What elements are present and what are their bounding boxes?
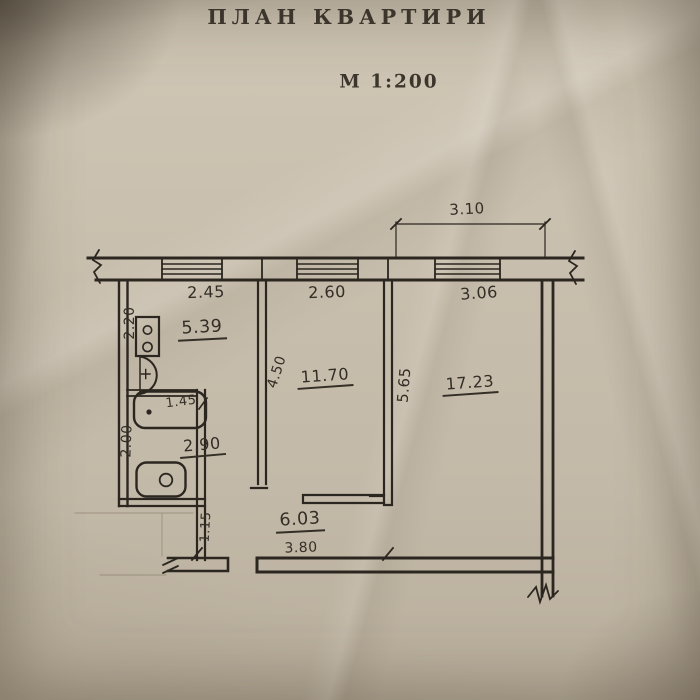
living-area-label: 11.70 — [296, 364, 354, 390]
sink-icon — [138, 355, 158, 396]
page-title: ПЛАН КВАРТИРИ — [207, 5, 491, 29]
dim-bathroom-depth: 2.00 — [118, 424, 136, 458]
dim-bedroom-width: 3.06 — [459, 282, 499, 304]
pencil-guide-lines — [74, 512, 194, 576]
stove-icon — [134, 315, 161, 358]
bedroom-area-label: 17.23 — [441, 371, 499, 397]
wall-break-icon — [91, 249, 103, 284]
bedroom-window — [434, 263, 501, 275]
dim-kitchen-depth: 2.20 — [122, 306, 138, 340]
hallway-area-label: 6.03 — [274, 508, 326, 534]
right-wall — [540, 278, 555, 598]
kitchen-window — [161, 263, 223, 275]
bathtub-icon — [132, 390, 208, 430]
left-wall — [117, 278, 129, 508]
living-bedroom-wall — [368, 278, 394, 507]
dim-hallway-width: 3.80 — [284, 539, 318, 557]
scale-label: М 1:200 — [339, 71, 439, 93]
windows — [161, 257, 501, 281]
wall-break-icon — [527, 582, 559, 606]
bathroom-area-label: 2.90 — [178, 433, 226, 459]
bathroom-bottom-wall — [117, 497, 207, 508]
wall-break-icons — [91, 249, 579, 606]
kitchen-bathroom-divider — [126, 389, 198, 397]
kitchen-area-label: 5.39 — [176, 316, 228, 342]
toilet-icon — [135, 461, 187, 498]
dim-living-width: 2.60 — [307, 281, 347, 303]
living-left-wall — [249, 278, 269, 490]
wall-break-icon — [567, 250, 579, 285]
living-window — [296, 263, 359, 275]
bottom-wall — [255, 556, 555, 574]
dim-bedroom-depth: 5.65 — [393, 366, 415, 404]
dim-kitchen-width: 2.45 — [186, 281, 226, 303]
dim-hallway-wall: 1.15 — [197, 511, 215, 543]
wall-break-icon — [162, 557, 179, 574]
dim-bedroom-outer-width: 3.10 — [448, 199, 486, 219]
